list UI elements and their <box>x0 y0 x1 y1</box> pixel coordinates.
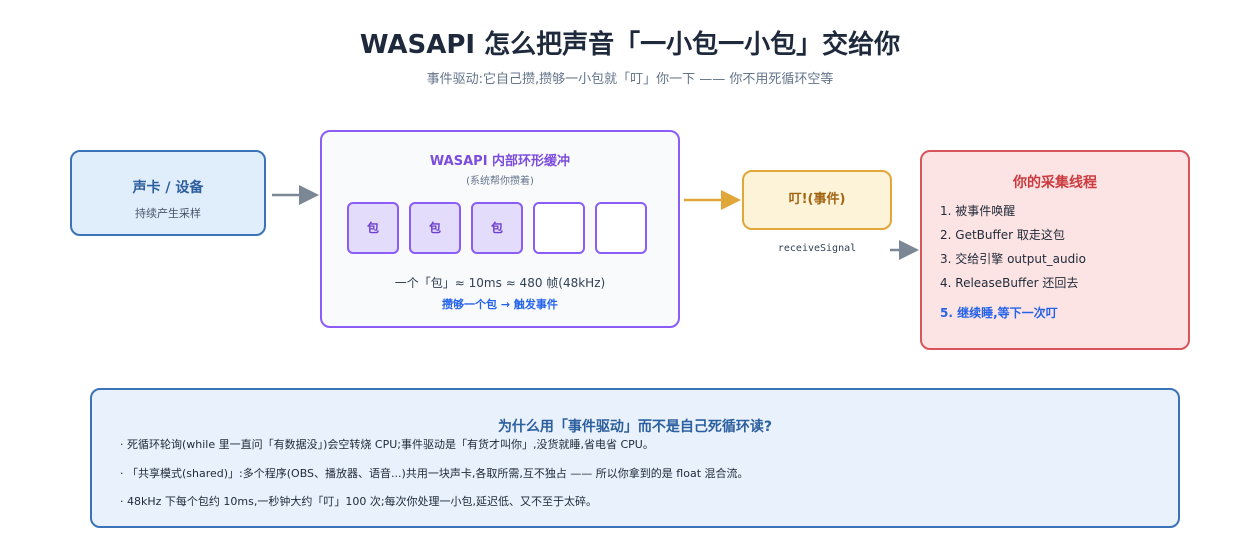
ring-buffer-box: WASAPI 内部环形缓冲 (系统帮你攒着) 包 包 包 一个「包」≈ 10ms… <box>320 130 680 328</box>
buffer-slot: 包 <box>471 202 523 254</box>
packet-size-note: 一个「包」≈ 10ms ≈ 480 帧(48kHz) <box>394 276 606 290</box>
buffer-subtitle: (系统帮你攒着) <box>466 176 534 187</box>
trigger-note: 攒够一个包 → 触发事件 <box>442 298 558 311</box>
buffer-title: WASAPI 内部环形缓冲 <box>429 154 571 169</box>
buffer-slot-empty <box>533 202 585 254</box>
thread-title: 你的采集线程 <box>1013 175 1097 191</box>
device-subtitle: 持续产生采样 <box>135 207 201 220</box>
page-subtitle: 事件驱动:它自己攒,攒够一小包就「叮」你一下 —— 你不用死循环空等 <box>426 72 834 87</box>
thread-step: 4. ReleaseBuffer 还回去 <box>940 276 1079 290</box>
thread-step: 2. GetBuffer 取走这包 <box>940 228 1065 242</box>
device-box: 声卡 / 设备 持续产生采样 <box>70 150 266 236</box>
device-title: 声卡 / 设备 <box>132 180 204 196</box>
event-box: 叮!(事件) <box>742 170 892 230</box>
page-title: WASAPI 怎么把声音「一小包一小包」交给你 <box>359 30 901 60</box>
buffer-slot-empty <box>595 202 647 254</box>
thread-step: 1. 被事件唤醒 <box>940 204 1016 218</box>
capture-thread-box: 你的采集线程 1. 被事件唤醒 2. GetBuffer 取走这包 3. 交给引… <box>920 150 1190 350</box>
why-point: · 48kHz 下每个包约 10ms,一秒钟大约「叮」100 次;每次你处理一小… <box>120 495 598 508</box>
thread-step: 3. 交给引擎 output_audio <box>940 252 1086 266</box>
why-event-driven-box: 为什么用「事件驱动」而不是自己死循环读? · 死循环轮询(while 里一直问「… <box>90 388 1180 528</box>
why-title: 为什么用「事件驱动」而不是自己死循环读? <box>497 419 773 435</box>
buffer-slot: 包 <box>409 202 461 254</box>
buffer-slot: 包 <box>347 202 399 254</box>
thread-final-step: 5. 继续睡,等下一次叮 <box>940 306 1058 320</box>
why-point: · 死循环轮询(while 里一直问「有数据没」)会空转烧 CPU;事件驱动是「… <box>120 438 654 451</box>
receive-signal-label: receiveSignal <box>777 243 857 254</box>
why-point: · 「共享模式(shared)」:多个程序(OBS、播放器、语音...)共用一块… <box>120 467 749 480</box>
